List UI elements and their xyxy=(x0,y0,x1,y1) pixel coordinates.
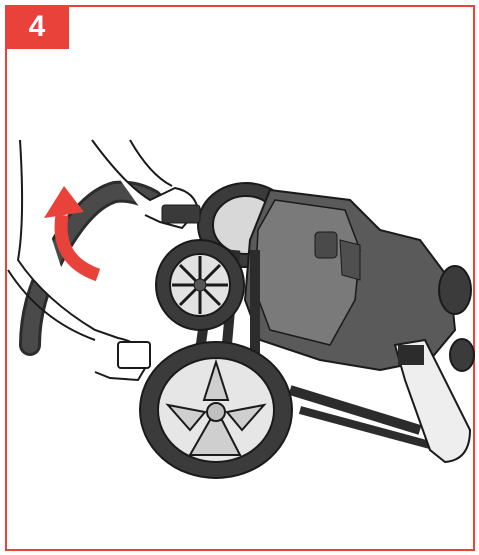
front-small-wheel xyxy=(156,240,244,330)
front-large-wheel xyxy=(140,342,292,478)
